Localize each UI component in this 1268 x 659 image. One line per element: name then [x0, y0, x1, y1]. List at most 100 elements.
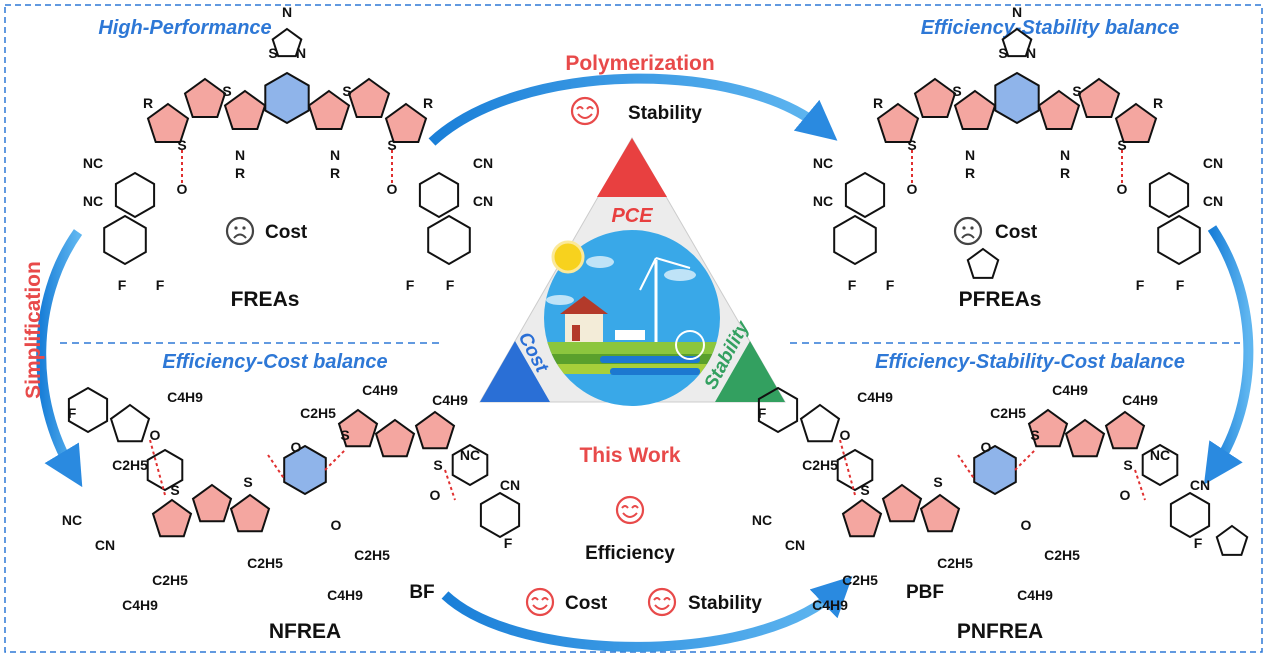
atom-label: NC [62, 512, 82, 528]
atom-label: R [965, 165, 975, 181]
benzene-ring [1148, 171, 1190, 219]
five-membered-ring [913, 77, 957, 118]
benzene-ring [1169, 491, 1211, 539]
pfreas-cost-label: Cost [995, 222, 1038, 243]
benzene-ring [833, 214, 877, 266]
atom-label: F [406, 277, 415, 293]
five-membered-ring [347, 77, 391, 118]
five-membered-ring [1064, 418, 1106, 458]
atom-label: F [886, 277, 895, 293]
atom-label: S [340, 427, 349, 443]
pbf-label: PBF [906, 582, 944, 603]
atom-label: F [1176, 277, 1185, 293]
atom-label: N [1060, 147, 1070, 163]
smiley-icon [647, 587, 677, 617]
atom-label: CN [500, 477, 520, 493]
sad-face-icon [225, 216, 255, 246]
atom-label: N [235, 147, 245, 163]
atom-label: F [68, 405, 77, 421]
atom-label: C4H9 [1052, 382, 1088, 398]
atom-label: F [1194, 535, 1203, 551]
atom-label: O [291, 439, 302, 455]
atom-label: N [296, 45, 306, 61]
atom-label: O [387, 181, 398, 197]
atom-label: S [1123, 457, 1132, 473]
atom-label: C2H5 [802, 457, 838, 473]
atom-label: NC [460, 447, 480, 463]
thiophene-ring [1215, 524, 1249, 556]
benzene-ring [67, 386, 109, 434]
atom-label: C2H5 [1044, 547, 1080, 563]
triangle-graphic: PCE Cost Stability [479, 137, 786, 406]
atom-label: C2H5 [990, 405, 1026, 421]
five-membered-ring [1027, 408, 1069, 448]
cost-label: Cost [565, 593, 608, 614]
title-high-performance: High-Performance [98, 17, 271, 39]
atom-label: C4H9 [327, 587, 363, 603]
atom-label: O [1021, 517, 1032, 533]
atom-label: F [156, 277, 165, 293]
atom-label: O [1120, 487, 1131, 503]
right-arrow [1203, 225, 1254, 485]
five-membered-ring [384, 102, 428, 143]
atom-label: R [330, 165, 340, 181]
benzene-ring [146, 448, 184, 492]
atom-label: C2H5 [152, 572, 188, 588]
five-membered-ring [799, 403, 841, 443]
five-membered-ring [307, 89, 351, 130]
five-membered-ring [1037, 89, 1081, 130]
atom-label: CN [1203, 193, 1223, 209]
this-work-label: This Work [579, 444, 680, 467]
title-efficiency-stability-cost: Efficiency-Stability-Cost balance [875, 351, 1185, 373]
atom-label: S [998, 45, 1007, 61]
efficiency-label: Efficiency [585, 543, 675, 564]
atom-label: C4H9 [122, 597, 158, 613]
five-membered-ring [151, 498, 193, 538]
five-membered-ring [109, 403, 151, 443]
benzene-ring [757, 386, 799, 434]
freas-cost-label: Cost [265, 222, 308, 243]
atom-label: CN [785, 537, 805, 553]
five-membered-ring [1077, 77, 1121, 118]
atom-label: C2H5 [112, 457, 148, 473]
atom-label: O [177, 181, 188, 197]
atom-label: S [170, 482, 179, 498]
atom-label: R [235, 165, 245, 181]
benzene-ring [427, 214, 471, 266]
atom-label: CN [473, 155, 493, 171]
atom-label: F [758, 405, 767, 421]
atom-label: R [423, 95, 433, 111]
five-membered-ring [229, 493, 271, 533]
atom-label: O [150, 427, 161, 443]
triangle-stability-corner [715, 341, 785, 402]
five-membered-ring [919, 493, 961, 533]
atom-label: NC [83, 193, 103, 209]
atom-label: C4H9 [432, 392, 468, 408]
atom-label: S [1030, 427, 1039, 443]
stability-label: Stability [628, 103, 702, 124]
atom-label: F [848, 277, 857, 293]
five-membered-ring [191, 483, 233, 523]
atom-label: CN [473, 193, 493, 209]
atom-label: O [430, 487, 441, 503]
atom-label: R [873, 95, 883, 111]
atom-label: S [907, 137, 916, 153]
atom-label: NC [813, 155, 833, 171]
atom-label: C4H9 [362, 382, 398, 398]
atom-label: O [840, 427, 851, 443]
triangle-pce-corner [597, 138, 667, 197]
benzene-ring [283, 444, 327, 496]
atom-label: CN [95, 537, 115, 553]
atom-label: S [1072, 83, 1081, 99]
atom-label: CN [1190, 477, 1210, 493]
five-membered-ring [881, 483, 923, 523]
atom-label: S [433, 457, 442, 473]
atom-label: S [860, 482, 869, 498]
atom-label: NC [83, 155, 103, 171]
title-efficiency-cost: Efficiency-Cost balance [162, 351, 387, 373]
triangle-cost-corner [480, 341, 550, 402]
atom-label: NC [1150, 447, 1170, 463]
